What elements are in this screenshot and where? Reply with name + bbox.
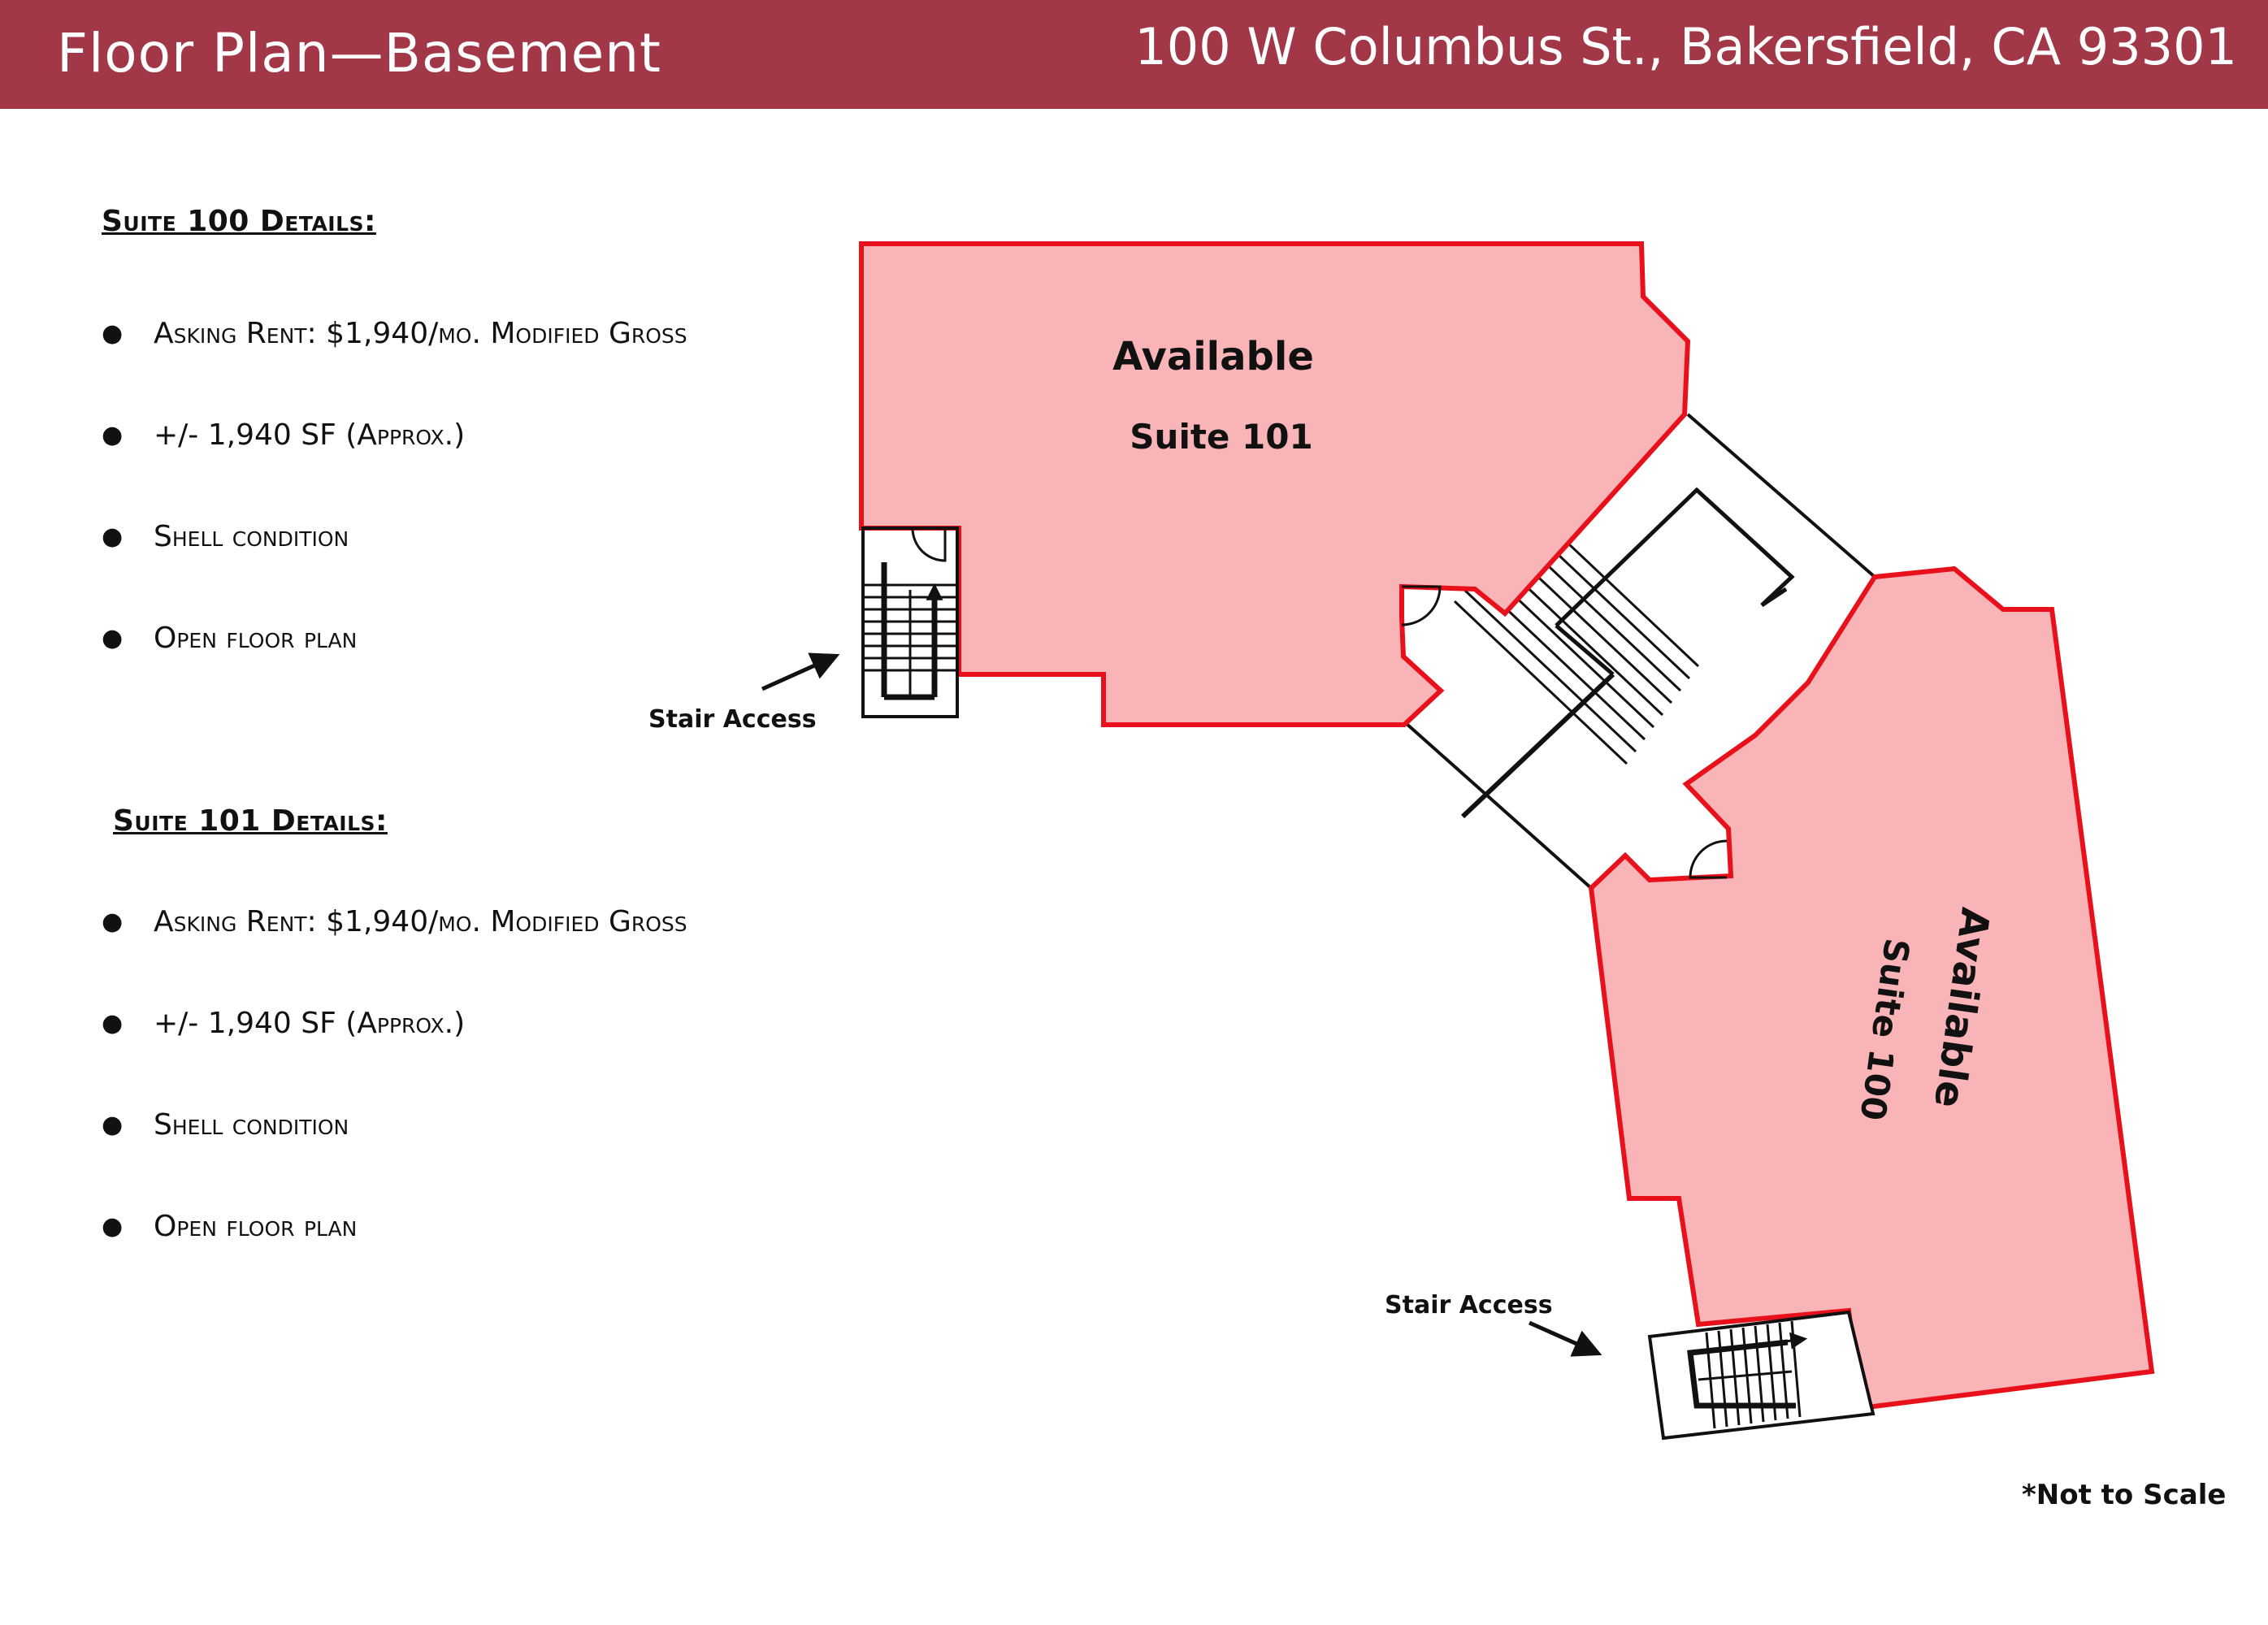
list-item: ●Open floor plan — [102, 622, 358, 655]
suite-101-heading: Suite 101 Details: — [113, 804, 388, 838]
page-title: Floor Plan—Basement — [57, 22, 661, 84]
stair-access-label-bottom: Stair Access — [1385, 1291, 1553, 1320]
suite-101-area — [859, 241, 1691, 727]
property-address: 100 W Columbus St., Bakersfield, CA 9330… — [1134, 17, 2237, 76]
bullet-icon: ● — [102, 522, 124, 551]
bullet-icon: ● — [102, 1009, 124, 1038]
suite-100-heading: Suite 100 Details: — [102, 205, 376, 238]
stair-access-arrow-left — [761, 652, 840, 691]
stair-access-label-left: Stair Access — [648, 705, 817, 734]
stair-access-arrow-bottom — [1528, 1320, 1602, 1357]
left-stair — [861, 526, 959, 718]
suite-100-area — [1588, 566, 2155, 1411]
bullet-icon: ● — [102, 1111, 124, 1139]
suite-101-status-label: Available — [1112, 334, 1314, 379]
suite-101-details: Suite 101 Details: ●Asking Rent: $1,940/… — [102, 804, 893, 1312]
suite-101-name-label: Suite 101 — [1130, 417, 1312, 457]
bullet-icon: ● — [102, 319, 124, 348]
suite-100-detail-list: ●Asking Rent: $1,940/mo. Modified Gross … — [102, 318, 882, 724]
bullet-icon: ● — [102, 421, 124, 449]
list-item: ●Shell condition — [102, 1108, 349, 1142]
list-item: ●+/- 1,940 SF (Approx.) — [102, 1007, 466, 1040]
list-item: ●Shell condition — [102, 520, 349, 553]
suite-101-detail-list: ●Asking Rent: $1,940/mo. Modified Gross … — [102, 906, 893, 1312]
bullet-icon: ● — [102, 1212, 124, 1241]
bottom-stair — [1647, 1310, 1876, 1441]
bullet-icon: ● — [102, 624, 124, 652]
list-item: ●Asking Rent: $1,940/mo. Modified Gross — [102, 317, 687, 350]
header-banner: Floor Plan—Basement 100 W Columbus St., … — [0, 0, 2268, 109]
suite-100-details: Suite 100 Details: ●Asking Rent: $1,940/… — [102, 205, 882, 724]
not-to-scale-note: *Not to Scale — [2022, 1479, 2227, 1511]
list-item: ●+/- 1,940 SF (Approx.) — [102, 418, 466, 452]
bullet-icon: ● — [102, 908, 124, 936]
list-item: ●Open floor plan — [102, 1210, 358, 1243]
list-item: ●Asking Rent: $1,940/mo. Modified Gross — [102, 905, 687, 938]
